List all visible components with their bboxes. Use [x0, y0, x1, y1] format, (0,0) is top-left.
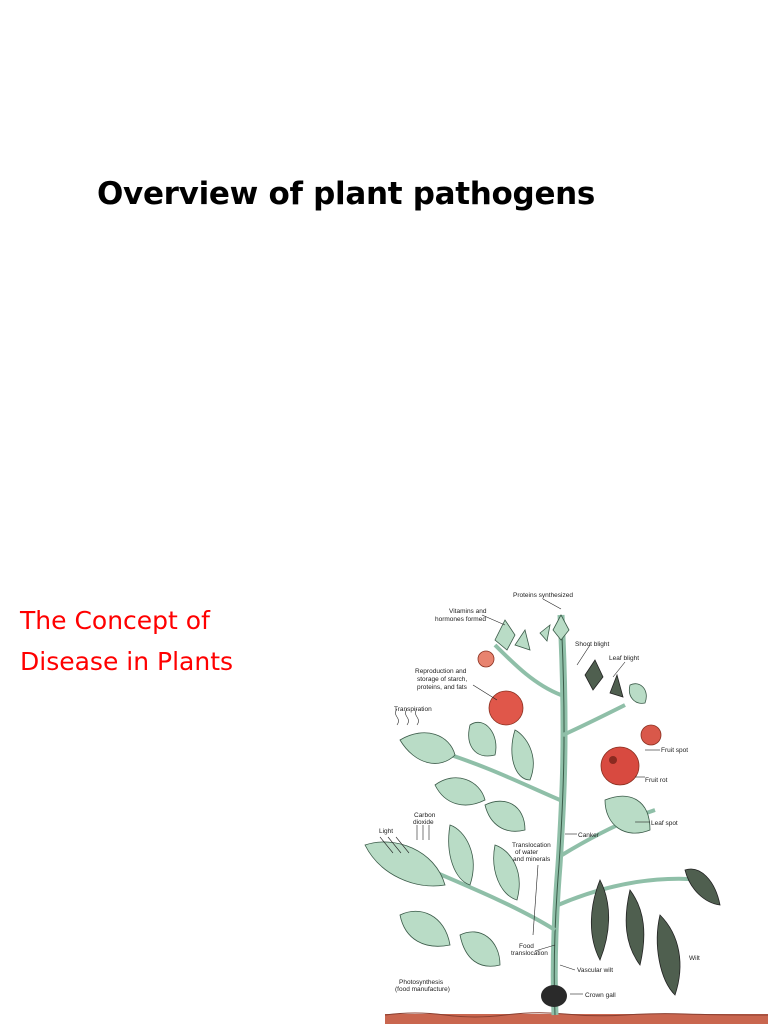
branch-right-upper: [562, 703, 626, 737]
label-fruit-spot: Fruit spot: [661, 747, 688, 754]
transpiration-marks: [395, 708, 419, 726]
soil-top: [384, 1012, 768, 1018]
leaf: [511, 729, 534, 781]
label-leaf-blight: Leaf blight: [609, 655, 639, 662]
label-leaf-spot: Leaf spot: [651, 820, 678, 827]
subtitle-line-2: Disease in Plants: [20, 647, 234, 676]
wilted-leaf: [625, 889, 645, 966]
crown-gall: [541, 985, 567, 1007]
tomato-small: [477, 650, 495, 668]
label-photo-1: Photosynthesis: [399, 979, 444, 986]
leaf: [494, 619, 516, 651]
soil: [385, 1014, 768, 1024]
leaf: [484, 800, 526, 832]
wilted-leaf: [656, 914, 681, 996]
wilted-leaf: [590, 879, 610, 961]
tomato-fruit-rot: [600, 746, 640, 786]
leaf: [364, 841, 446, 887]
diseased-leaf: [609, 673, 624, 698]
label-shoot-blight: Shoot blight: [575, 641, 610, 648]
label-carbon-2: dioxide: [413, 819, 434, 826]
leaf: [493, 844, 520, 901]
label-crown-gall: Crown gall: [585, 992, 616, 999]
light-arrows: [379, 836, 410, 854]
label-vitamins-2: hormones formed: [435, 616, 486, 623]
tomato-fruit-spot: [640, 724, 662, 746]
tomato: [488, 690, 524, 726]
leaf: [539, 624, 551, 642]
label-fruit-rot: Fruit rot: [645, 777, 668, 784]
label-proteins: Proteins synthesized: [513, 592, 573, 599]
leaf: [459, 931, 501, 967]
leaf: [399, 910, 451, 947]
label-photo-2: (food manufacture): [395, 986, 450, 993]
label-repro-1: Reproduction and: [415, 668, 467, 675]
branch-upper-left: [493, 643, 562, 697]
leaf: [468, 722, 497, 757]
leaf: [434, 777, 486, 806]
label-repro-3: proteins, and fats: [417, 684, 468, 691]
label-vitamins-1: Vitamins and: [449, 608, 487, 615]
label-repro-2: storage of starch,: [417, 676, 467, 683]
label-canker: Canker: [578, 832, 600, 839]
subtitle-line-1: The Concept of: [20, 606, 210, 635]
leaf: [448, 824, 474, 886]
leaf: [514, 629, 531, 651]
label-translocation-1: Translocation: [512, 842, 551, 849]
diseased-leaf: [584, 659, 604, 691]
leaf: [628, 683, 647, 704]
label-food-2: translocation: [511, 950, 548, 957]
wilted-leaf: [684, 868, 721, 906]
leaf: [399, 732, 456, 764]
slide-title: Overview of plant pathogens: [97, 176, 596, 212]
label-carbon-1: Carbon: [414, 812, 436, 819]
slide-subtitle: The Concept of Disease in Plants: [20, 600, 233, 682]
carbon-dioxide-arrows: [416, 825, 430, 840]
leaf: [604, 795, 651, 834]
leaf: [552, 614, 570, 641]
plant-disease-diagram: Proteins synthesized Vitamins and hormon…: [355, 585, 768, 1024]
label-wilt: Wilt: [689, 955, 700, 962]
label-translocation-2: of water: [515, 849, 539, 856]
main-stem: [550, 614, 568, 1016]
label-light: Light: [379, 828, 393, 835]
label-transpiration: Transpiration: [394, 706, 432, 713]
label-translocation-3: and minerals: [513, 856, 551, 863]
label-food-1: Food: [519, 943, 534, 950]
label-vascular-wilt: Vascular wilt: [577, 967, 613, 974]
